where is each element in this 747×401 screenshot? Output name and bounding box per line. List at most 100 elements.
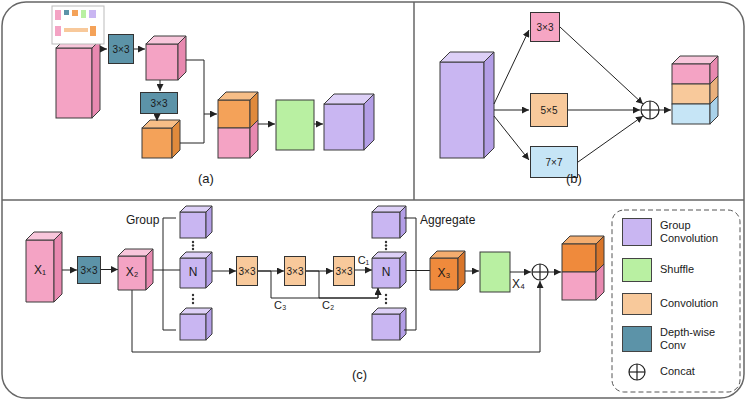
legend-label: Group Convolution [660,218,738,246]
node-text-holder: 3×3 [531,13,559,41]
group-conv-cube: N [372,252,406,288]
flow-wire [180,114,204,143]
feature-map-cube: X₃ [430,251,465,290]
node-text-holder: X₁ [26,240,54,302]
feature-map-cube [142,120,180,158]
conv-box: 3×3 [236,256,258,286]
conv-box: 3×3 [333,256,355,286]
conv-box: 3×3 [530,12,560,42]
feature-map-cube [172,120,180,158]
ellipsis-dots [192,298,194,300]
flow-wire [134,49,145,50]
flow-wire [494,27,671,162]
feature-map-cube [142,128,172,158]
annotation-label: (c) [352,368,367,382]
node-label: 3×3 [113,44,130,55]
group-conv-cube [372,212,400,238]
flow-wire [578,116,643,162]
panel-frame [413,2,415,200]
concat-stack [218,92,258,158]
connector-arrow [355,270,372,271]
output-stack [710,96,718,124]
thumbnail-image [55,10,61,20]
ellipsis-dots [192,241,387,304]
flow-wire [314,124,323,125]
concat-symbol [649,101,650,119]
flow-wire [132,281,540,352]
ellipsis-dots [385,294,387,296]
node-text-holder: 3×3 [109,35,133,63]
legend-swatch [622,326,652,352]
output-cube [324,94,374,150]
group-conv-cube [206,206,212,238]
annotation-label: Aggregate [420,214,475,227]
node-label: 3×3 [151,98,168,109]
panel-frame [2,199,744,201]
group-conv-cube [180,212,206,238]
output-stack [562,272,596,300]
output-stack [672,56,718,124]
node-label: 3×3 [287,266,304,277]
edge-label: C₂ [322,299,334,311]
node-text-holder: 5×5 [531,94,567,126]
thumbnail-image [55,26,61,36]
legend-symbol [622,360,652,384]
input-slab [56,40,100,118]
cube-side [458,251,465,290]
group-conv-cube [372,314,400,340]
ellipsis-dots [385,298,387,300]
connector-arrow [62,270,77,271]
ellipsis-dots [192,241,194,243]
thumbnail-image [81,10,86,18]
output-stack [672,64,710,84]
node-text-holder: 3×3 [237,257,257,285]
shuffle-block [480,252,510,292]
concat-symbol [622,360,652,384]
legend-label: Concat [660,360,738,384]
thumbnail-image [64,28,88,32]
flow-wire [186,60,217,114]
node-label: 7×7 [546,157,563,168]
input-slab [484,52,494,158]
depthwise-conv-box: 3×3 [140,92,178,114]
cube-side [54,232,62,302]
node-label: X₂ [126,266,139,279]
legend-label: Shuffle [660,258,738,282]
ellipsis-dots [385,241,387,243]
legend-swatch [622,293,652,315]
output-stack [596,264,604,300]
depthwise-conv-box: 3×3 [77,256,101,284]
flow-wire [100,49,107,50]
feature-map-cube [178,36,186,80]
connector-arrow [153,270,180,271]
node-label: N [189,266,198,279]
node-label: 3×3 [239,266,256,277]
bracket [163,218,416,330]
concat-symbol [532,264,548,280]
node-text-holder: 3×3 [141,93,177,113]
ellipsis-dots [385,302,387,304]
annotation-label: (a) [198,172,214,186]
concat-symbol [641,101,659,119]
node-text-holder: 3×3 [78,257,100,283]
thumbnail-image [52,6,104,44]
flow-wire [659,110,671,111]
node-label: 3×3 [537,22,554,33]
shuffle-block [276,100,314,150]
flow-wire [160,80,161,91]
input-slab [56,48,92,118]
legend-swatch [622,258,652,282]
feature-map-cube [146,36,186,80]
ellipsis-dots [385,248,387,250]
group-conv-cube: N [180,252,212,288]
connector-arrow [258,271,378,298]
cube-front [180,258,206,288]
feature-map-cube: X₁ [26,232,62,302]
cube-front [372,258,400,288]
connector-arrow [406,270,430,271]
ellipsis-dots [385,244,387,246]
shuffle-block [480,252,510,292]
node-text-holder: X₃ [430,258,458,290]
